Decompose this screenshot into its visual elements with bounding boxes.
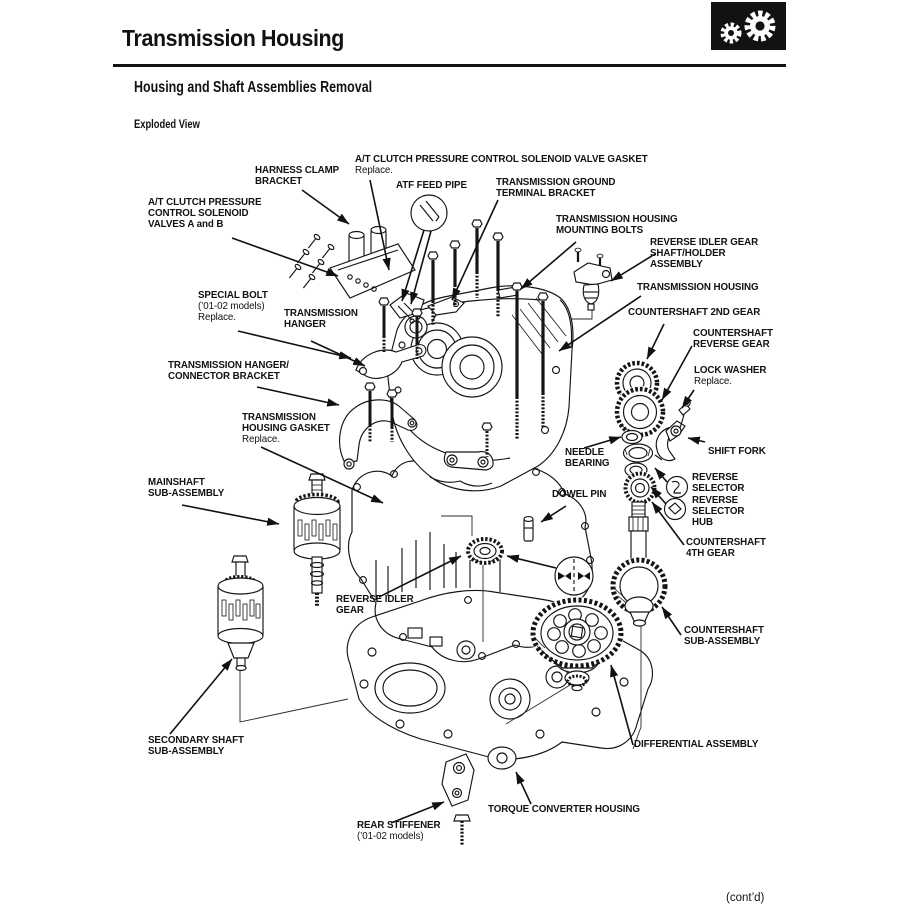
label-transmission-hanger: TRANSMISSION HANGER (284, 308, 358, 330)
label-torque-converter-housing: TORQUE CONVERTER HOUSING (488, 804, 640, 815)
reverse-idler-gear-drawing (466, 537, 504, 565)
label-needle-bearing: NEEDLE BEARING (565, 447, 610, 469)
label-dowel-pin: DOWEL PIN (552, 489, 607, 500)
subsection-title: Exploded View (134, 117, 200, 131)
label-mainshaft: MAINSHAFT SUB-ASSEMBLY (148, 477, 225, 499)
differential-assembly-drawing (530, 597, 624, 692)
label-mounting-bolts: TRANSMISSION HOUSING MOUNTING BOLTS (556, 214, 678, 236)
mainshaft-sub-assembly-drawing (293, 473, 341, 606)
gears-icon (711, 2, 786, 50)
label-countershaft-reverse-gear: COUNTERSHAFT REVERSE GEAR (693, 328, 773, 350)
label-atf-feed-pipe: ATF FEED PIPE (396, 180, 467, 191)
label-countershaft-2nd-gear: COUNTERSHAFT 2ND GEAR (628, 307, 761, 318)
label-ground-terminal-bracket: TRANSMISSION GROUND TERMINAL BRACKET (496, 177, 616, 199)
countershaft-gear-stack-drawing (614, 360, 666, 505)
label-solenoid-valve-gasket: A/T CLUTCH PRESSURE CONTROL SOLENOID VAL… (355, 154, 648, 176)
label-shift-fork: SHIFT FORK (708, 446, 766, 457)
dowel-pin-drawing (523, 516, 534, 542)
label-differential-assembly: DIFFERENTIAL ASSEMBLY (634, 739, 759, 750)
hanger-connector-bracket-drawing (339, 399, 418, 470)
rear-stiffener-drawing (441, 753, 475, 807)
page-title: Transmission Housing (122, 25, 344, 51)
reverse-idler-holder-drawing (573, 247, 613, 311)
section-title: Housing and Shaft Assemblies Removal (134, 79, 373, 96)
label-reverse-selector: REVERSE SELECTOR (692, 472, 745, 494)
atf-feed-pipe-detail (410, 194, 448, 232)
label-secondary-shaft: SECONDARY SHAFT SUB-ASSEMBLY (148, 735, 244, 757)
label-countershaft-4th-gear: COUNTERSHAFT 4TH GEAR (686, 537, 766, 559)
label-reverse-selector-hub: REVERSE SELECTOR HUB (692, 495, 745, 528)
torque-converter-housing-drawing (346, 532, 654, 846)
reverse-selector-icon (665, 475, 689, 499)
secondary-shaft-sub-assembly-drawing (217, 555, 264, 672)
label-rear-stiffener: REAR STIFFENER(’01-02 models) (357, 820, 441, 842)
label-solenoid-valves: A/T CLUTCH PRESSURE CONTROL SOLENOID VAL… (148, 197, 262, 230)
solenoid-valves-drawing (288, 225, 416, 299)
label-special-bolt: SPECIAL BOLT(’01-02 models) Replace. (198, 290, 268, 323)
label-transmission-housing: TRANSMISSION HOUSING (637, 282, 759, 293)
transmission-housing-drawing (386, 285, 574, 492)
reverse-selector-hub-icon (663, 497, 687, 521)
continued-note: (cont’d) (726, 892, 765, 904)
rear-stiffener-bolt (453, 814, 471, 846)
label-reverse-idler-holder: REVERSE IDLER GEAR SHAFT/HOLDER ASSEMBLY (650, 237, 759, 270)
reverse-idler-gear-orientation-detail (554, 556, 594, 596)
leader-lines (169, 179, 706, 824)
header-divider (113, 64, 786, 67)
transmission-hanger-drawing (355, 344, 427, 379)
label-harness-clamp-bracket: HARNESS CLAMP BRACKET (255, 165, 340, 187)
label-reverse-idler-gear: REVERSE IDLER GEAR (336, 594, 414, 616)
ground-terminal-bracket-drawing (427, 296, 465, 323)
label-hanger-connector-bracket: TRANSMISSION HANGER/ CONNECTOR BRACKET (168, 360, 289, 382)
countershaft-sub-assembly-drawing (610, 501, 668, 627)
label-countershaft-sub-assembly: COUNTERSHAFT SUB-ASSEMBLY (684, 625, 764, 647)
